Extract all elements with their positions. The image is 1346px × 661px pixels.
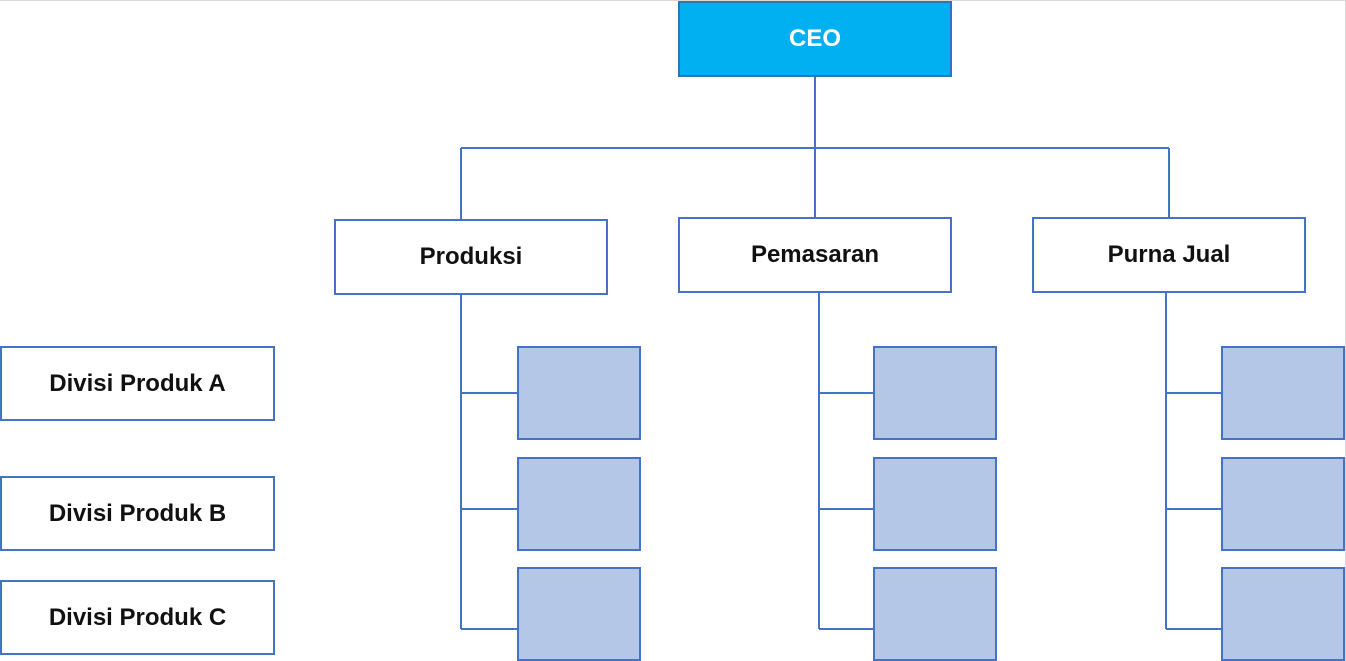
pemasaran-sub-box-2 (873, 457, 997, 551)
node-produksi-label: Produksi (419, 243, 523, 270)
node-purna-jual-label: Purna Jual (1107, 241, 1231, 268)
node-pemasaran-label: Pemasaran (750, 241, 880, 268)
node-produksi: Produksi (334, 219, 608, 295)
pemasaran-sub-box-3 (873, 567, 997, 661)
node-pemasaran: Pemasaran (678, 217, 952, 293)
node-ceo-label: CEO (788, 25, 841, 52)
top-edge (0, 0, 1346, 1)
divisi-produk-a-label: Divisi Produk A (49, 369, 226, 397)
node-divisi-produk-a: Divisi Produk A (0, 346, 275, 421)
pemasaran-sub-box-1 (873, 346, 997, 440)
produksi-sub-box-3 (517, 567, 641, 661)
produksi-sub-box-1 (517, 346, 641, 440)
node-divisi-produk-b: Divisi Produk B (0, 476, 275, 551)
purna-jual-sub-box-2 (1221, 457, 1345, 551)
purna-jual-sub-box-1 (1221, 346, 1345, 440)
purna-jual-sub-box-3 (1221, 567, 1345, 661)
node-divisi-produk-c: Divisi Produk C (0, 580, 275, 655)
node-purna-jual: Purna Jual (1032, 217, 1306, 293)
divisi-produk-b-label: Divisi Produk B (48, 499, 227, 527)
node-ceo: CEO (678, 1, 952, 77)
divisi-produk-c-label: Divisi Produk C (48, 603, 227, 631)
produksi-sub-box-2 (517, 457, 641, 551)
